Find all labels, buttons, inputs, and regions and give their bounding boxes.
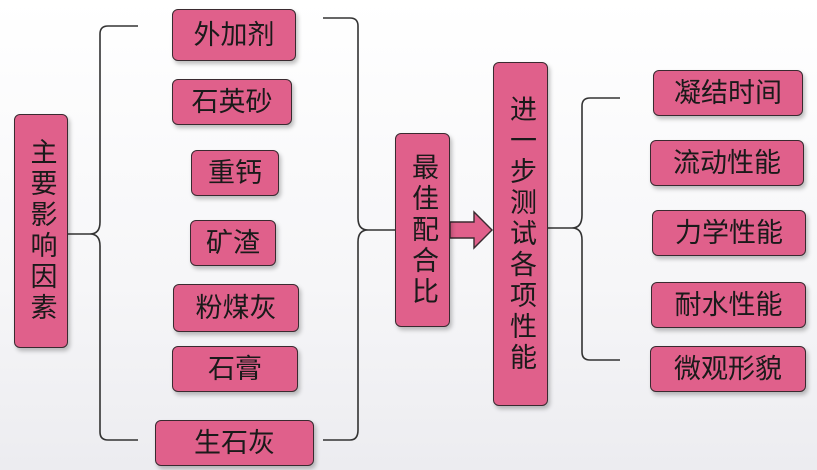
left-brace: [68, 25, 138, 441]
factor-item: 粉煤灰: [173, 284, 299, 332]
factor-item: 石英砂: [172, 79, 292, 125]
factor-item: 重钙: [191, 150, 279, 196]
further-test-box: 进一步测试各项性能: [493, 62, 548, 406]
main-factors-label: 主要影响因素: [25, 138, 57, 324]
factor-item: 矿渣: [190, 220, 276, 266]
main-factors-box: 主要影响因素: [14, 114, 68, 348]
property-item: 凝结时间: [653, 70, 803, 116]
properties-brace: [548, 97, 620, 361]
property-item: 力学性能: [652, 210, 806, 256]
property-item: 流动性能: [650, 140, 804, 186]
arrow-right: [449, 210, 493, 250]
right-brace: [323, 17, 395, 441]
property-item: 耐水性能: [651, 282, 806, 328]
property-item: 微观形貌: [650, 346, 806, 392]
factor-item: 生石灰: [155, 420, 314, 466]
factor-item: 外加剂: [172, 9, 296, 61]
optimal-mix-box: 最佳配合比: [395, 133, 450, 327]
factor-item: 石膏: [172, 346, 298, 392]
